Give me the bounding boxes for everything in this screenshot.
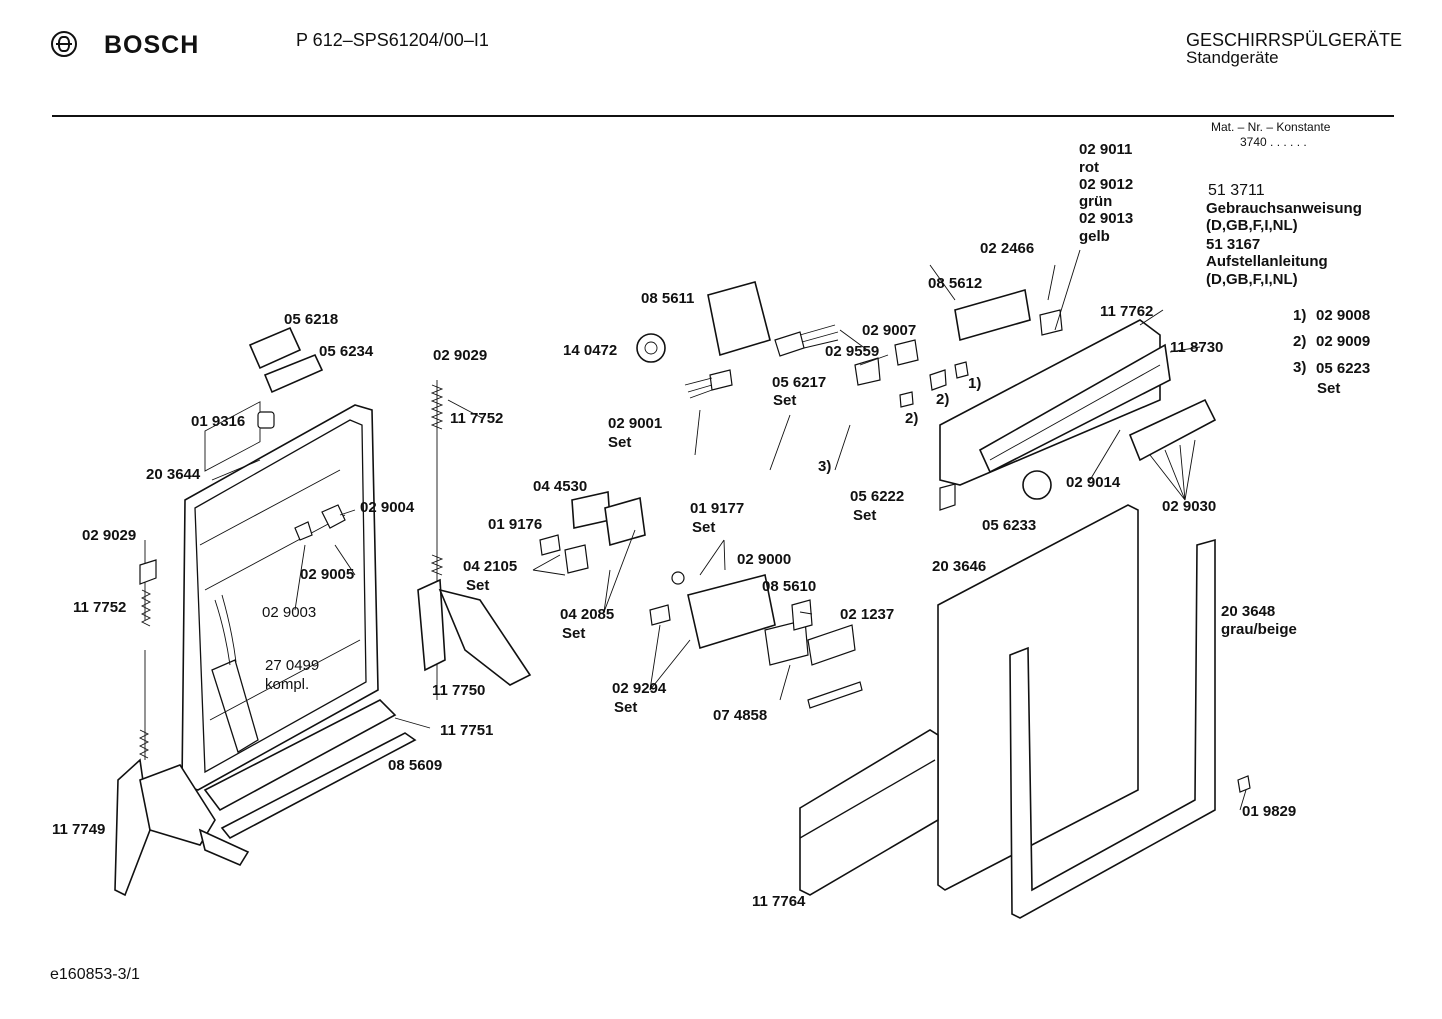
- part-029000: 02 9000: [737, 551, 792, 568]
- marker-3: 3): [818, 458, 832, 475]
- appliance-subcategory: Standgeräte: [1186, 48, 1279, 67]
- part-117762: 11 7762: [1100, 303, 1154, 320]
- footnote-2-part: 02 9009: [1316, 333, 1371, 350]
- doc-manual-title: Gebrauchsanweisung: [1206, 200, 1362, 217]
- part-029013-color: gelb: [1079, 228, 1110, 245]
- part-042105: 04 2105: [463, 558, 518, 575]
- doc-manual-langs: (D,GB,F,I,NL): [1206, 217, 1298, 234]
- footnote-1-mark: 1): [1293, 307, 1307, 324]
- part-140472: 14 0472: [563, 342, 618, 359]
- part-270499-note: kompl.: [265, 676, 310, 693]
- part-056218: 05 6218: [284, 311, 339, 328]
- footnote-3-note: Set: [1317, 380, 1341, 397]
- side-trim-203648: [1009, 538, 1216, 919]
- mat-nr-value: 3740 . . . . . .: [1240, 135, 1307, 149]
- part-029005: 02 9005: [300, 566, 355, 583]
- part-029001-set: Set: [608, 434, 632, 451]
- marker-2-upper: 2): [936, 391, 950, 408]
- doc-install-langs: (D,GB,F,I,NL): [1206, 271, 1298, 288]
- part-056222: 05 6222: [850, 488, 905, 505]
- part-085610: 08 5610: [762, 578, 817, 595]
- part-117750: 11 7750: [432, 682, 486, 699]
- footnote-2-mark: 2): [1293, 333, 1307, 350]
- leader-lines: [211, 249, 1247, 811]
- part-042085: 04 2085: [560, 606, 615, 623]
- part-056234: 05 6234: [319, 343, 374, 360]
- marker-2-lower: 2): [905, 410, 919, 427]
- part-029294: 02 9294: [612, 680, 667, 697]
- part-117752-left: 11 7752: [73, 599, 127, 616]
- model-number: P 612–SPS61204/00–I1: [296, 30, 489, 50]
- door-bottom-profiles: [203, 699, 417, 840]
- part-021237: 02 1237: [840, 606, 895, 623]
- part-029559: 02 9559: [825, 343, 880, 360]
- part-117764: 11 7764: [752, 893, 806, 910]
- part-029007: 02 9007: [862, 322, 917, 339]
- part-019829: 01 9829: [1242, 803, 1297, 820]
- kickplate-117764: [799, 729, 939, 896]
- part-044530: 04 4530: [533, 478, 588, 495]
- part-029001: 02 9001: [608, 415, 663, 432]
- doc-install-title: Aufstellanleitung: [1206, 253, 1328, 270]
- part-085609: 08 5609: [388, 757, 443, 774]
- right-hinge: [417, 380, 532, 700]
- part-029004: 02 9004: [360, 499, 415, 516]
- part-029030: 02 9030: [1162, 498, 1217, 515]
- part-117752-right: 11 7752: [450, 410, 504, 427]
- part-029029-right: 02 9029: [433, 347, 488, 364]
- part-042085-set: Set: [562, 625, 586, 642]
- part-270499: 27 0499: [265, 657, 320, 674]
- part-029013: 02 9013: [1079, 210, 1134, 227]
- screw-019829: [1237, 775, 1251, 793]
- part-056217: 05 6217: [772, 374, 827, 391]
- doc-install-number: 51 3167: [1206, 236, 1261, 253]
- part-019177: 01 9177: [690, 500, 745, 517]
- part-117749: 11 7749: [52, 821, 106, 838]
- drawing-code: e160853-3/1: [50, 966, 140, 983]
- doc-manual-number: 51 3711: [1208, 182, 1265, 199]
- part-029294-set: Set: [614, 699, 638, 716]
- part-019316: 01 9316: [191, 413, 246, 430]
- part-056233: 05 6233: [982, 517, 1037, 534]
- part-203648-color: grau/beige: [1221, 621, 1297, 638]
- part-085611: 08 5611: [641, 290, 695, 307]
- part-029011: 02 9011: [1079, 141, 1133, 158]
- part-085612: 08 5612: [928, 275, 983, 292]
- part-029029-left: 02 9029: [82, 527, 137, 544]
- bosch-logo-icon: [51, 31, 77, 57]
- footnote-1-part: 02 9008: [1316, 307, 1371, 324]
- part-022466: 02 2466: [980, 240, 1035, 257]
- part-056217-set: Set: [773, 392, 797, 409]
- part-019176: 01 9176: [488, 516, 543, 533]
- part-074858: 07 4858: [713, 707, 768, 724]
- side-panel-203646: [937, 504, 1139, 891]
- footnote-3-mark: 3): [1293, 359, 1307, 376]
- part-203644: 20 3644: [146, 466, 201, 483]
- part-118730: 11 8730: [1170, 339, 1224, 356]
- part-117751: 11 7751: [440, 722, 494, 739]
- part-029011-color: rot: [1079, 159, 1099, 176]
- part-042105-set: Set: [466, 577, 490, 594]
- brand-name: BOSCH: [104, 31, 200, 59]
- detergent-dispenser: [539, 491, 863, 709]
- part-029014: 02 9014: [1066, 474, 1121, 491]
- part-203646: 20 3646: [932, 558, 987, 575]
- part-029012: 02 9012: [1079, 176, 1134, 193]
- part-029003: 02 9003: [262, 604, 317, 621]
- appliance-category: GESCHIRRSPÜLGERÄTE: [1186, 30, 1403, 50]
- part-019177-set: Set: [692, 519, 716, 536]
- part-029012-color: grün: [1079, 193, 1113, 210]
- header-divider: [52, 115, 1394, 117]
- door-latch-parts: [248, 326, 346, 541]
- marker-1: 1): [968, 375, 982, 392]
- left-hinge: [114, 540, 250, 897]
- control-timer: [636, 281, 839, 399]
- mat-nr-label: Mat. – Nr. – Konstante: [1211, 120, 1331, 134]
- part-203648: 20 3648: [1221, 603, 1276, 620]
- part-056222-set: Set: [853, 507, 877, 524]
- control-panel: [854, 288, 1217, 511]
- footnote-3-part: 05 6223: [1316, 360, 1371, 377]
